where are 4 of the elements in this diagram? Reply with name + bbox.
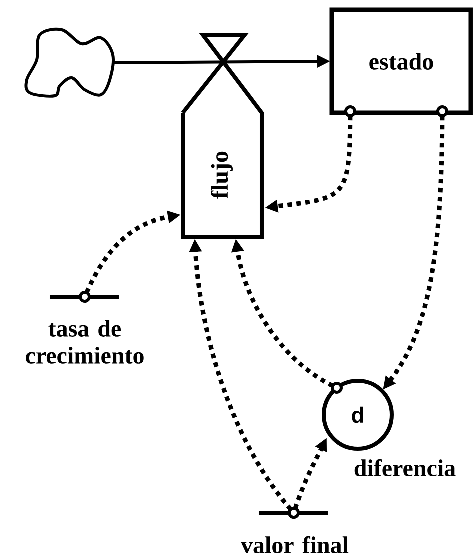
node-caption: diferencia <box>354 459 456 477</box>
cloud-source <box>24 28 115 98</box>
flow-valve: flujo <box>181 33 264 239</box>
stock-box: estado <box>330 8 473 116</box>
